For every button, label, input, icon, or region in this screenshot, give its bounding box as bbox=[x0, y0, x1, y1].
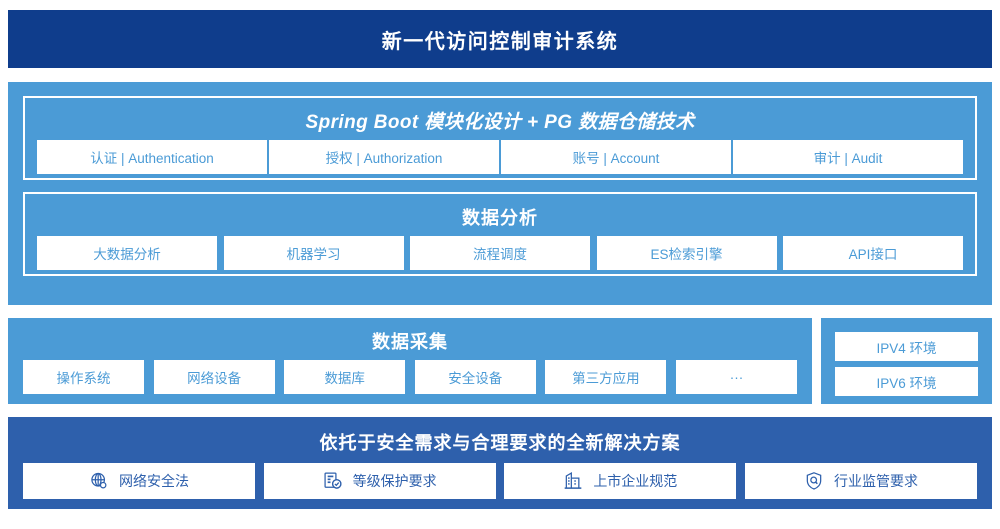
chip-label: 流程调度 bbox=[473, 247, 527, 262]
chip-label: 授权 | Authorization bbox=[325, 151, 443, 166]
app-header: 新一代访问控制审计系统 bbox=[8, 10, 992, 68]
chip-es-search-engine[interactable]: ES检索引擎 bbox=[596, 236, 777, 270]
chip-label: 上市企业规范 bbox=[593, 473, 678, 489]
chip-label: 网络安全法 bbox=[119, 473, 189, 489]
compliance-chip-row: 网络安全法 等级保护要求 bbox=[23, 463, 977, 499]
chip-label: 行业监管要求 bbox=[833, 473, 918, 489]
chip-database[interactable]: 数据库 bbox=[284, 360, 406, 394]
chip-api-interface[interactable]: API接口 bbox=[783, 236, 963, 270]
platform-chip-row: 认证 | Authentication 授权 | Authorization 账… bbox=[37, 140, 963, 174]
architecture-panel: Spring Boot 模块化设计 + PG 数据仓储技术 认证 | Authe… bbox=[8, 82, 992, 305]
environment-panel: IPV4 环境 IPV6 环境 bbox=[821, 318, 992, 404]
chip-third-party-app[interactable]: 第三方应用 bbox=[545, 360, 667, 394]
chip-label: 审计 | Audit bbox=[813, 151, 883, 166]
chip-operating-system[interactable]: 操作系统 bbox=[23, 360, 144, 394]
analysis-chip-row: 大数据分析 机器学习 流程调度 ES检索引擎 API接口 bbox=[37, 236, 963, 270]
document-check-icon bbox=[323, 471, 343, 491]
platform-card: Spring Boot 模块化设计 + PG 数据仓储技术 认证 | Authe… bbox=[23, 96, 977, 180]
chip-ipv4-environment[interactable]: IPV4 环境 bbox=[835, 332, 978, 361]
chip-label: ··· bbox=[729, 369, 744, 385]
platform-card-title: Spring Boot 模块化设计 + PG 数据仓储技术 bbox=[305, 112, 695, 133]
chip-label: 操作系统 bbox=[56, 371, 111, 386]
chip-audit[interactable]: 审计 | Audit bbox=[733, 140, 963, 174]
chip-label: 数据库 bbox=[324, 371, 365, 386]
chip-label: 网络设备 bbox=[187, 371, 242, 386]
analysis-card: 数据分析 大数据分析 机器学习 流程调度 ES检索引擎 API接口 bbox=[23, 192, 977, 276]
buildings-icon bbox=[563, 471, 583, 491]
chip-label: 认证 | Authentication bbox=[90, 151, 214, 166]
chip-mlps-requirement[interactable]: 等级保护要求 bbox=[263, 463, 496, 499]
chip-label: 大数据分析 bbox=[93, 247, 161, 262]
compliance-panel: 依托于安全需求与合理要求的全新解决方案 网络安全法 bbox=[8, 417, 992, 509]
chip-account[interactable]: 账号 | Account bbox=[501, 140, 731, 174]
chip-machine-learning[interactable]: 机器学习 bbox=[223, 236, 404, 270]
chip-listed-company-standard[interactable]: 上市企业规范 bbox=[504, 463, 737, 499]
chip-label: 机器学习 bbox=[286, 247, 341, 262]
page-title: 新一代访问控制审计系统 bbox=[381, 30, 619, 53]
chip-authentication[interactable]: 认证 | Authentication bbox=[37, 140, 267, 174]
collection-chip-row: 操作系统 网络设备 数据库 安全设备 第三方应用 ··· bbox=[23, 360, 797, 394]
chip-label: ES检索引擎 bbox=[650, 247, 723, 262]
globe-icon bbox=[89, 471, 109, 491]
analysis-card-title: 数据分析 bbox=[462, 208, 538, 228]
chip-label: 账号 | Account bbox=[572, 151, 660, 166]
chip-label: IPV4 环境 bbox=[876, 340, 937, 356]
chip-process-scheduling[interactable]: 流程调度 bbox=[410, 236, 590, 270]
chip-label: IPV6 环境 bbox=[876, 375, 937, 391]
chip-industry-regulation[interactable]: 行业监管要求 bbox=[744, 463, 977, 499]
chip-security-device[interactable]: 安全设备 bbox=[414, 360, 536, 394]
chip-label: API接口 bbox=[848, 247, 898, 262]
chip-network-device[interactable]: 网络设备 bbox=[153, 360, 275, 394]
chip-ipv6-environment[interactable]: IPV6 环境 bbox=[835, 367, 978, 396]
chip-label: 等级保护要求 bbox=[352, 473, 437, 489]
collection-panel: 数据采集 操作系统 网络设备 数据库 安全设备 第三方应用 ··· bbox=[8, 318, 812, 404]
collection-panel-title: 数据采集 bbox=[372, 332, 448, 352]
chip-more[interactable]: ··· bbox=[675, 360, 797, 394]
chip-label: 安全设备 bbox=[448, 371, 503, 386]
chip-big-data-analysis[interactable]: 大数据分析 bbox=[37, 236, 217, 270]
shield-search-icon bbox=[804, 471, 824, 491]
chip-authorization[interactable]: 授权 | Authorization bbox=[269, 140, 499, 174]
compliance-panel-title: 依托于安全需求与合理要求的全新解决方案 bbox=[319, 433, 681, 453]
chip-cybersecurity-law[interactable]: 网络安全法 bbox=[23, 463, 255, 499]
chip-label: 第三方应用 bbox=[572, 371, 640, 386]
